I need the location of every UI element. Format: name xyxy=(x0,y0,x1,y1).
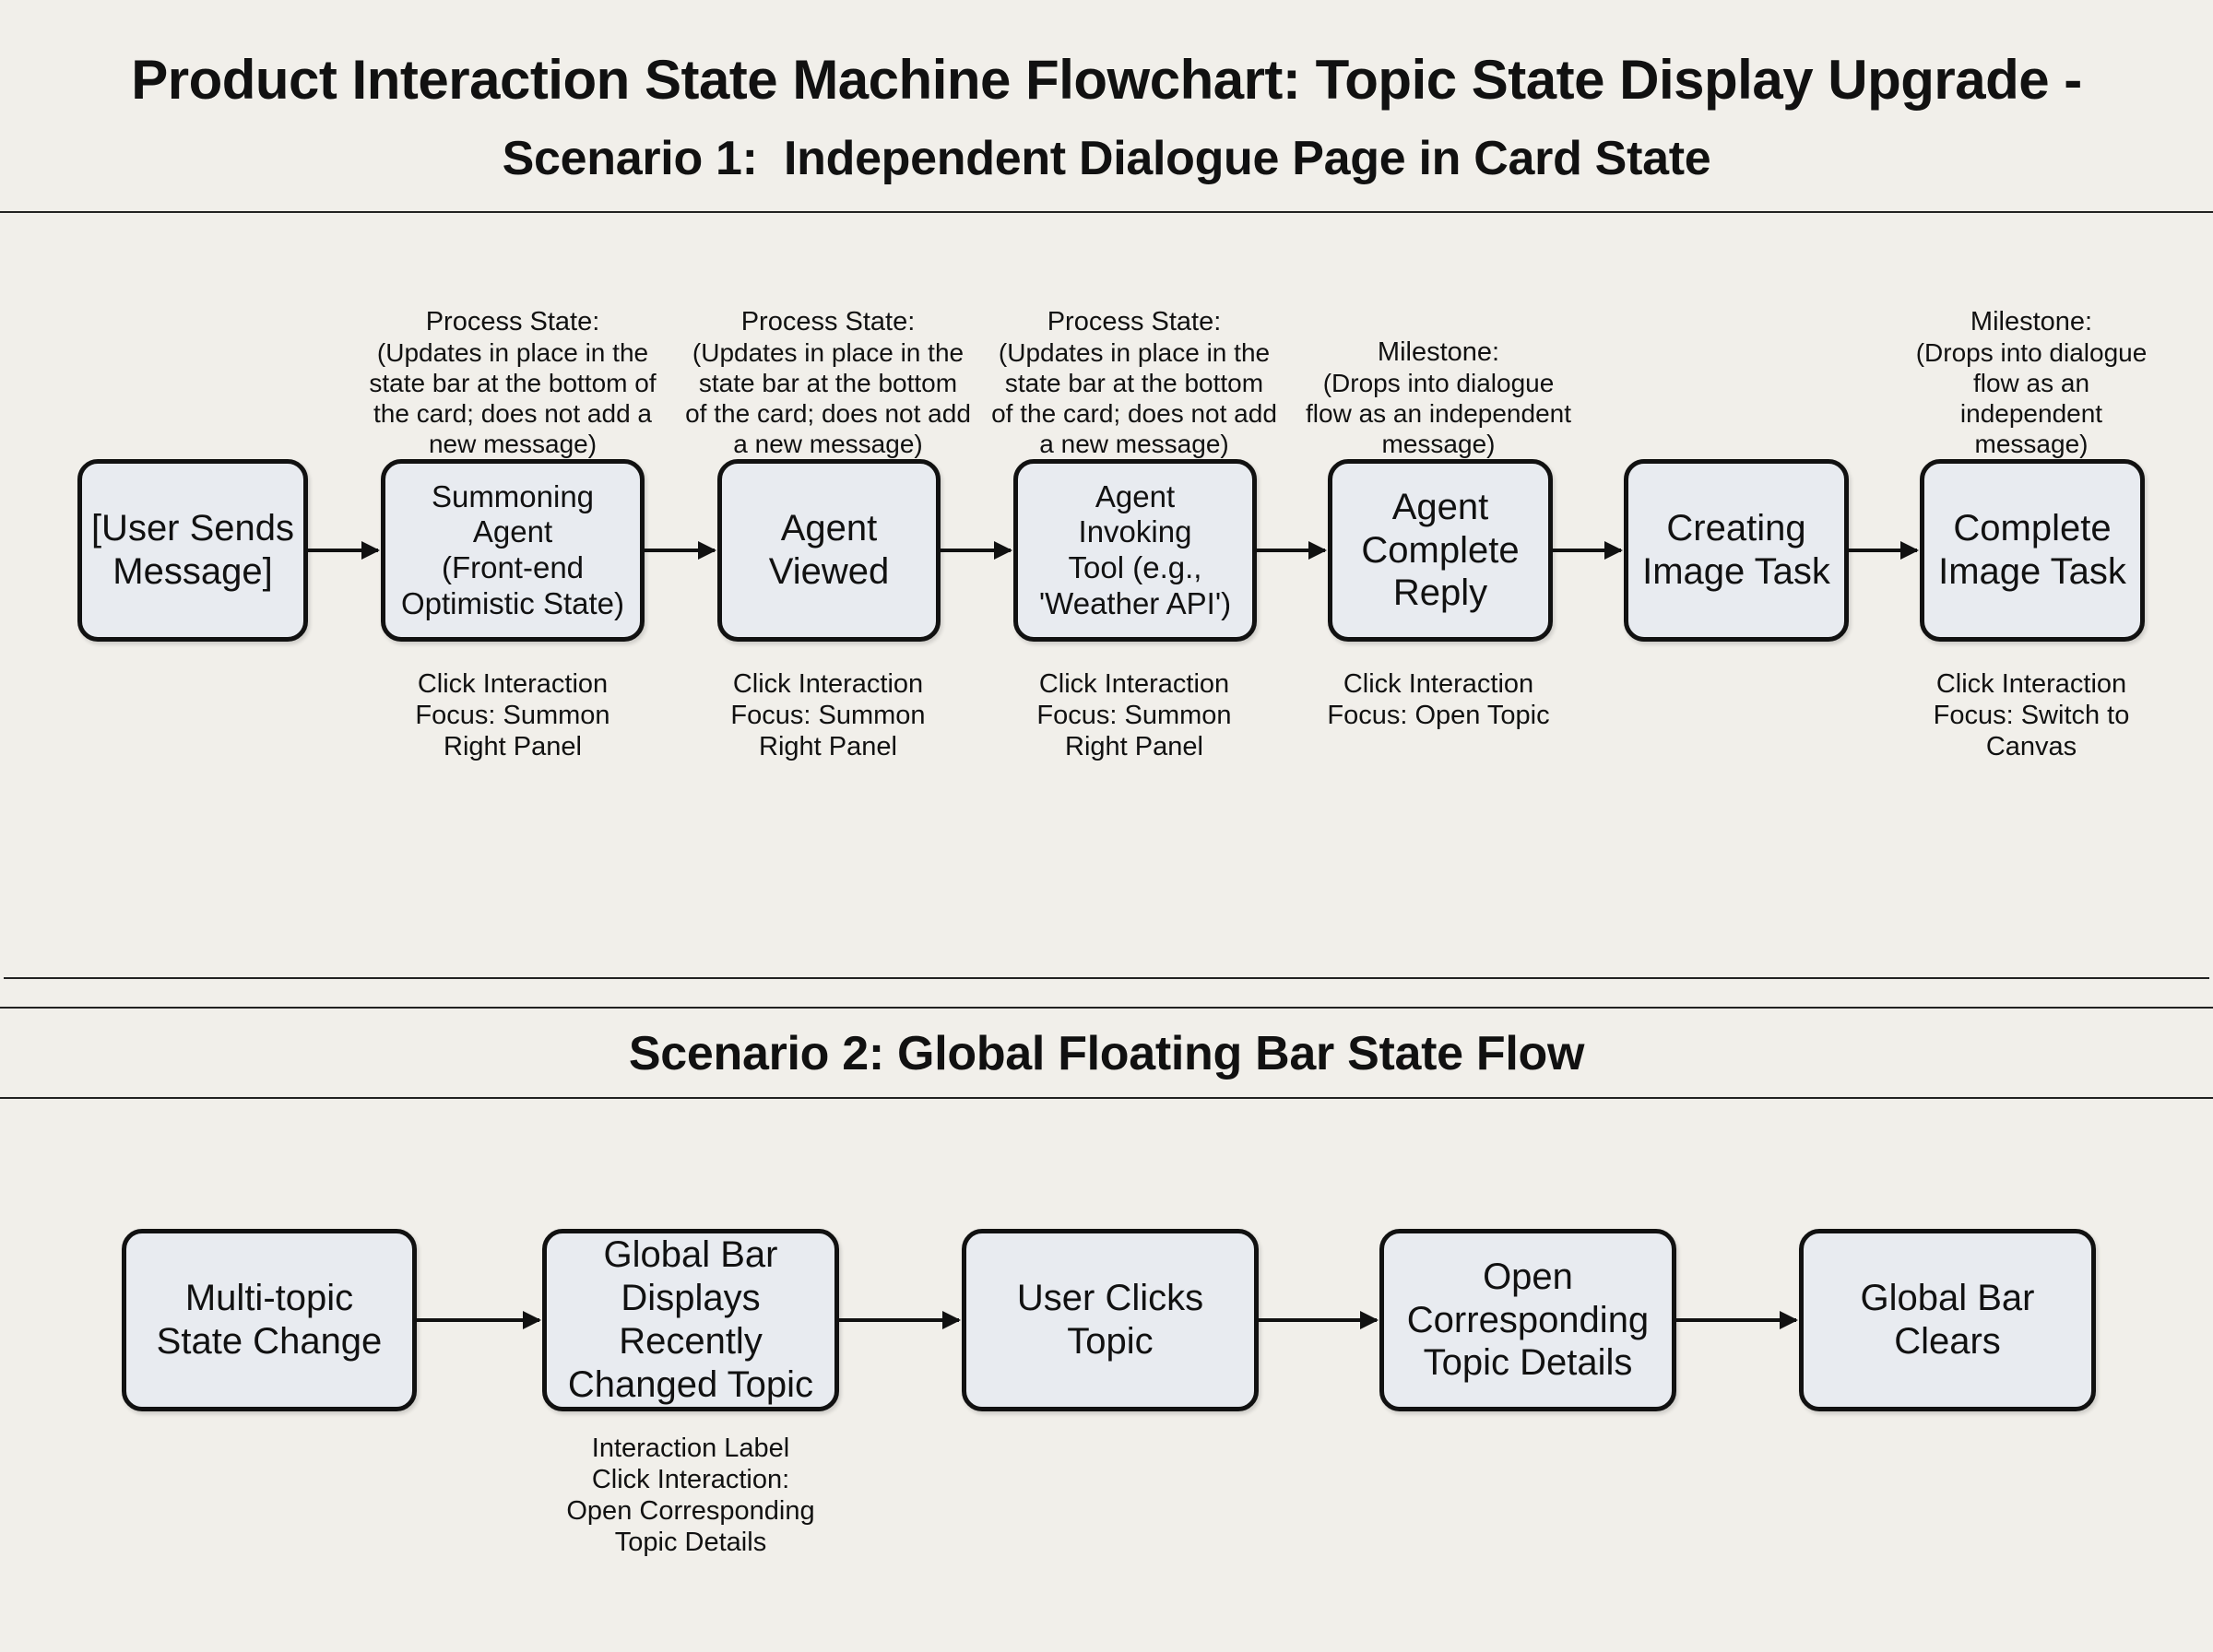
state-node-global-bar-displays-topic[interactable]: Global Bar Displays Recently Changed Top… xyxy=(542,1229,839,1411)
state-node-global-bar-clears[interactable]: Global Bar Clears xyxy=(1799,1229,2096,1411)
scenario-2-title-divider xyxy=(0,1097,2213,1099)
node-label: Complete Image Task xyxy=(1938,508,2126,592)
milestone-note: Milestone:(Drops into dialogue flow as a… xyxy=(1291,307,1586,459)
interaction-label-note: Interaction Label Click Interaction: Ope… xyxy=(566,1434,815,1557)
state-node-complete-image-task[interactable]: Complete Image Task xyxy=(1920,459,2145,642)
note-title: Milestone: xyxy=(1970,307,2093,336)
process-state-note: Process State:(Updates in place in the s… xyxy=(365,277,660,459)
process-state-note: Process State:(Updates in place in the s… xyxy=(987,277,1282,459)
state-node-summoning-agent[interactable]: Summoning Agent (Front-end Optimistic St… xyxy=(381,459,645,642)
node-label: Global Bar Displays Recently Changed Top… xyxy=(567,1234,814,1405)
node-label: Agent Invoking Tool (e.g., 'Weather API'… xyxy=(1038,478,1232,620)
note-title: Process State: xyxy=(1047,307,1222,336)
title-divider xyxy=(0,211,2213,213)
state-node-user-sends-message[interactable]: [User Sends Message] xyxy=(77,459,308,642)
state-node-multi-topic-state-change[interactable]: Multi-topic State Change xyxy=(122,1229,417,1411)
process-state-note: Process State:(Updates in place in the s… xyxy=(680,277,976,459)
state-node-user-clicks-topic[interactable]: User Clicks Topic xyxy=(962,1229,1259,1411)
state-node-open-topic-details[interactable]: Open Corresponding Topic Details xyxy=(1379,1229,1676,1411)
node-label: Multi-topic State Change xyxy=(156,1278,383,1362)
note-body: (Updates in place in the state bar at th… xyxy=(685,338,971,458)
diagram-title: Product Interaction State Machine Flowch… xyxy=(0,0,2213,212)
scenario-2-title: Scenario 2: Global Floating Bar State Fl… xyxy=(628,1027,1585,1080)
click-interaction-note: Click Interaction Focus: Summon Right Pa… xyxy=(1036,669,1232,761)
node-label: Summoning Agent (Front-end Optimistic St… xyxy=(400,478,625,620)
note-title: Process State: xyxy=(740,307,916,336)
click-interaction-note: Click Interaction Focus: Summon Right Pa… xyxy=(415,669,610,761)
note-body: (Drops into dialogue flow as an independ… xyxy=(1306,369,1571,458)
scenario-2-top-divider xyxy=(0,1007,2213,1009)
note-body: (Drops into dialogue flow as an independ… xyxy=(1915,338,2148,458)
node-label: Agent Viewed xyxy=(768,508,890,592)
node-label: User Clicks Topic xyxy=(1016,1278,1204,1362)
milestone-note: Milestone:(Drops into dialogue flow as a… xyxy=(1884,277,2179,459)
node-label: [User Sends Message] xyxy=(90,508,295,592)
note-title: Process State: xyxy=(425,307,600,336)
state-node-agent-viewed[interactable]: Agent Viewed xyxy=(717,459,941,642)
state-node-agent-invoking-tool[interactable]: Agent Invoking Tool (e.g., 'Weather API'… xyxy=(1013,459,1257,642)
note-title: Milestone: xyxy=(1377,337,1500,367)
node-label: Agent Complete Reply xyxy=(1361,486,1520,614)
title-line-2: Scenario 1: Independent Dialogue Page in… xyxy=(502,132,1711,185)
node-label: Open Corresponding Topic Details xyxy=(1406,1256,1650,1384)
state-node-creating-image-task[interactable]: Creating Image Task xyxy=(1624,459,1849,642)
title-line-1: Product Interaction State Machine Flowch… xyxy=(131,49,2082,111)
click-interaction-note: Click Interaction Focus: Open Topic xyxy=(1327,669,1550,730)
node-label: Global Bar Clears xyxy=(1860,1278,2035,1362)
click-interaction-note: Click Interaction Focus: Switch to Canva… xyxy=(1933,669,2130,761)
state-node-agent-complete-reply[interactable]: Agent Complete Reply xyxy=(1328,459,1553,642)
node-label: Creating Image Task xyxy=(1642,508,1830,592)
note-body: (Updates in place in the state bar at th… xyxy=(991,338,1277,458)
note-body: (Updates in place in the state bar at th… xyxy=(369,338,657,458)
click-interaction-note: Click Interaction Focus: Summon Right Pa… xyxy=(730,669,926,761)
scenario-1-bottom-divider xyxy=(4,977,2209,979)
